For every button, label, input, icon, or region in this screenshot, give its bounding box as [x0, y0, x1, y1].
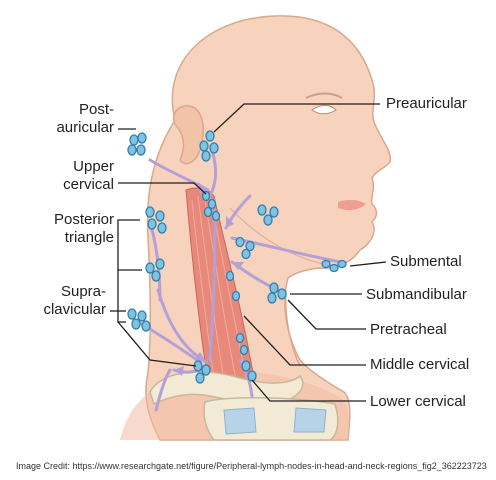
label-posterior-triangle-line2: triangle — [64, 229, 114, 246]
label-post-auricular-line2: auricular — [56, 119, 114, 136]
label-supra-clavicular-line1: Supra- — [60, 283, 106, 300]
costal-cartilage-right — [293, 407, 327, 433]
label-posterior-triangle: Posterior triangle — [30, 211, 114, 247]
leader-lines — [110, 103, 387, 402]
clavicle — [149, 371, 304, 406]
lips — [338, 199, 366, 211]
label-middle-cervical: Middle cervical — [370, 356, 470, 373]
label-preauricular: Preauricular — [386, 95, 467, 112]
label-upper-cervical-line2: cervical — [63, 176, 114, 193]
trachea-outline — [284, 289, 301, 367]
label-submandibular: Submandibular — [366, 286, 467, 303]
vessel-arrowheads — [174, 182, 244, 376]
image-credit: Image Credit: https://www.researchgate.n… — [16, 461, 487, 471]
label-supra-clavicular: Supra- clavicular — [30, 283, 106, 319]
label-submental: Submental — [390, 253, 462, 270]
label-post-auricular-line1: Post- — [78, 101, 114, 118]
eyebrow — [305, 92, 343, 99]
label-post-auricular: Post- auricular — [40, 101, 114, 137]
ear — [172, 105, 204, 165]
eye — [311, 105, 337, 115]
lymph-nodes — [127, 130, 347, 384]
label-pretracheal: Pretracheal — [370, 321, 447, 338]
label-lower-cervical: Lower cervical — [370, 393, 466, 410]
label-upper-cervical-line1: Upper — [73, 158, 114, 175]
label-upper-cervical: Upper cervical — [40, 158, 114, 194]
label-posterior-triangle-line1: Posterior — [53, 211, 114, 228]
costal-cartilage-left — [223, 407, 257, 435]
label-supra-clavicular-line2: clavicular — [43, 301, 106, 318]
